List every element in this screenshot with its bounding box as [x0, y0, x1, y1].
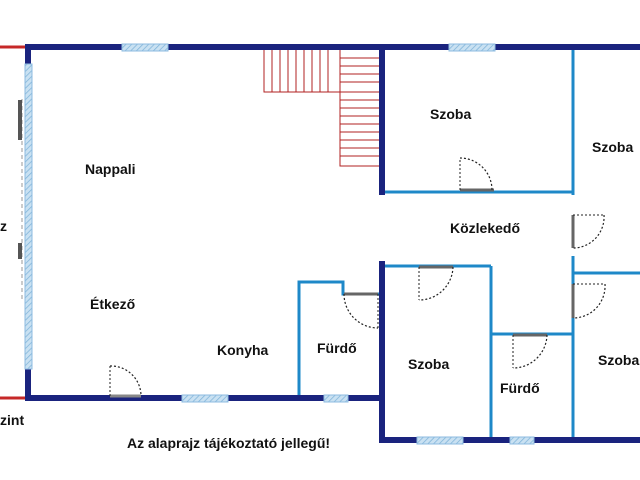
door-furdo1 [343, 292, 379, 329]
window-bottom-bath2 [509, 436, 535, 445]
door-entrance [109, 365, 142, 398]
room-label-furdo-2: Fürdő [500, 380, 540, 396]
room-label-konyha: Konyha [217, 342, 269, 358]
edge-label-left: z [0, 218, 7, 234]
room-label-kozlekedo: Közlekedő [450, 220, 521, 236]
door-szoba1 [459, 157, 494, 192]
window-left-wall [24, 63, 33, 370]
door-furdo2 [512, 333, 548, 369]
windows [24, 43, 535, 445]
disclaimer-note: Az alaprajz tájékoztató jellegű! [127, 435, 331, 451]
room-label-nappali: Nappali [85, 161, 136, 177]
window-bottom-kitchen [181, 394, 229, 403]
edge-label-bottom-left: zint [0, 412, 25, 428]
outer-walls [25, 44, 640, 443]
window-bottom-room [416, 436, 464, 445]
door-szoba4 [571, 283, 606, 319]
left-edge-mark-top [18, 100, 22, 140]
window-top-right [448, 43, 496, 52]
door-szoba2 [571, 214, 605, 249]
left-edge-mark-bottom [18, 243, 22, 259]
room-label-furdo-1: Fürdő [317, 340, 357, 356]
doors [109, 157, 606, 398]
room-label-szoba-1: Szoba [430, 106, 472, 122]
room-label-szoba-3: Szoba [408, 356, 450, 372]
door-szoba3 [418, 265, 454, 301]
window-bottom-bath [323, 394, 349, 403]
room-label-etkezo: Étkező [90, 296, 136, 312]
window-top-left [121, 43, 169, 52]
room-label-szoba-2: Szoba [592, 139, 634, 155]
room-label-szoba-4: Szoba [598, 352, 640, 368]
adjacent-walls [0, 45, 28, 400]
staircase [263, 50, 380, 167]
